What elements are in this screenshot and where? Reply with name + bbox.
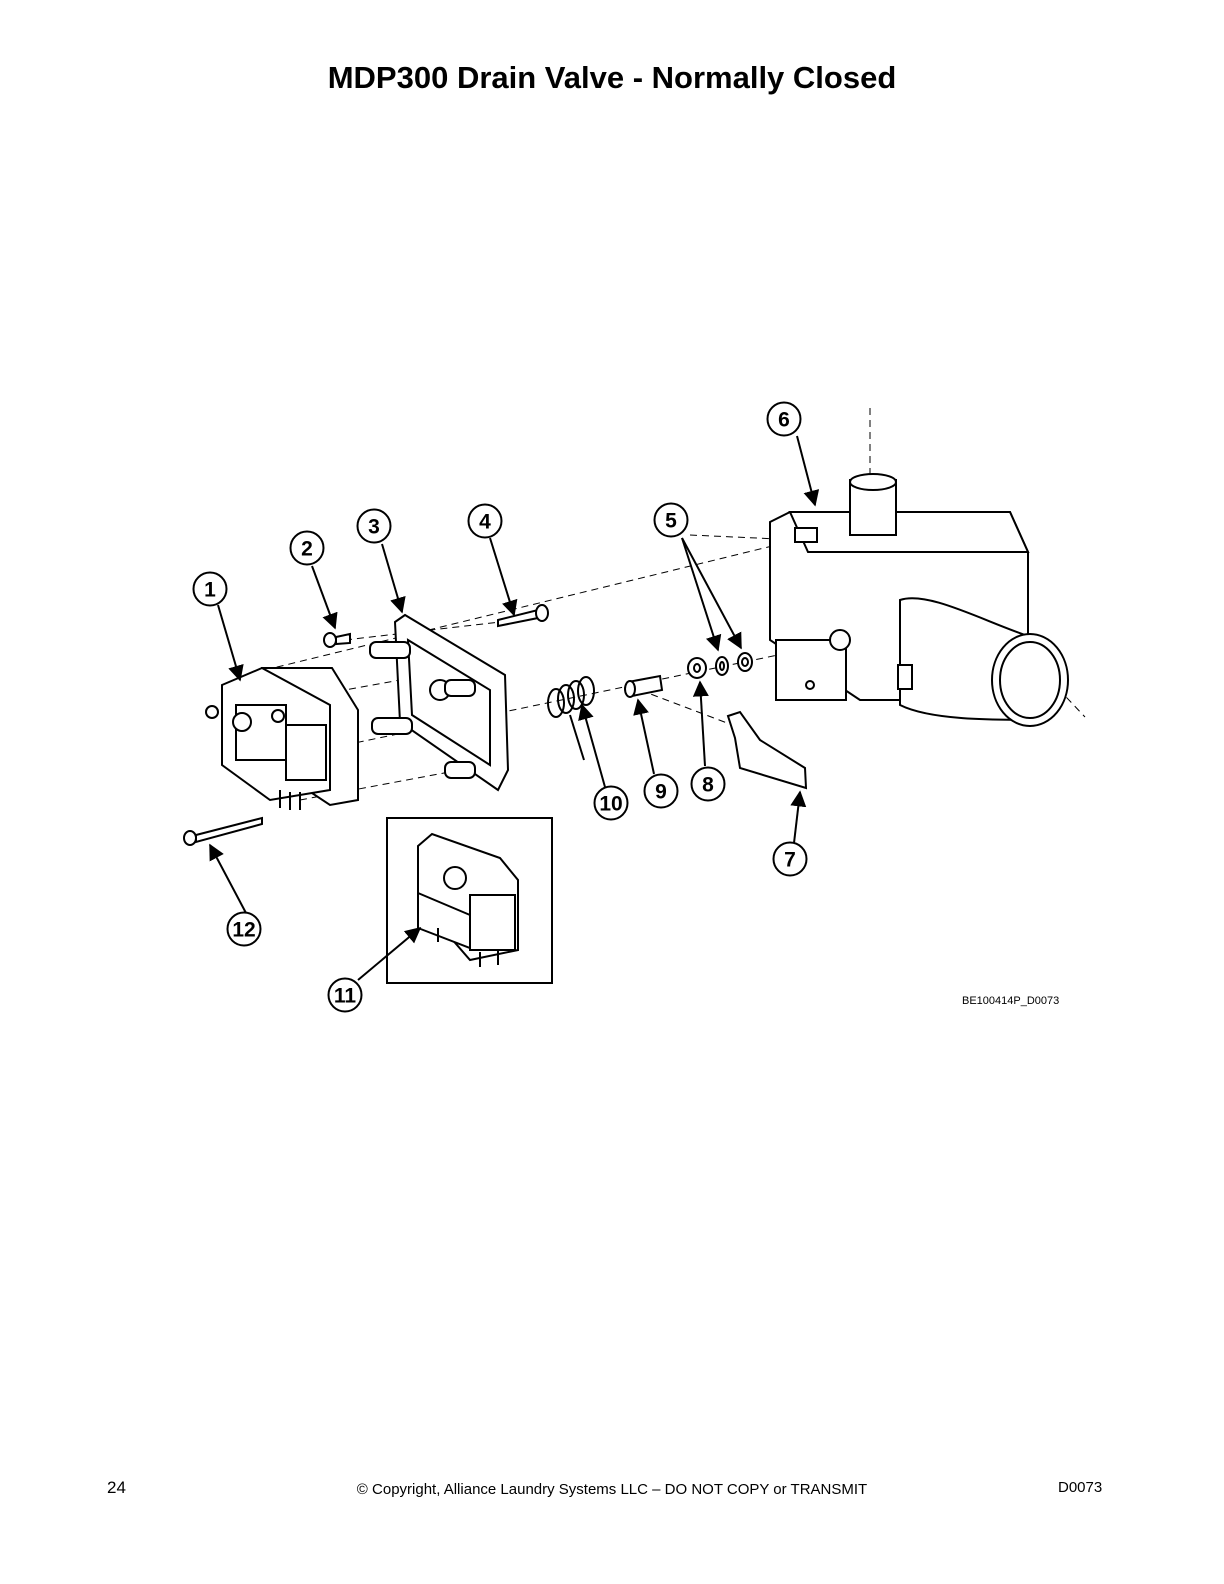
svg-text:4: 4	[479, 511, 491, 534]
svg-text:11: 11	[334, 985, 357, 1008]
figure-reference-code: BE100414P_D0073	[962, 995, 1059, 1007]
callout-3: 3	[356, 508, 392, 544]
callout-5: 5	[653, 502, 689, 538]
copyright-notice: © Copyright, Alliance Laundry Systems LL…	[356, 1481, 868, 1498]
svg-text:9: 9	[655, 781, 667, 804]
svg-text:10: 10	[599, 793, 622, 816]
document-code: D0073	[1058, 1479, 1103, 1496]
svg-text:12: 12	[232, 919, 255, 942]
callout-9: 9	[643, 773, 679, 809]
callout-1: 1	[192, 571, 228, 607]
lever-bracket-part	[726, 710, 808, 790]
leader-arrows	[209, 435, 820, 981]
spring-part	[547, 676, 595, 761]
callout-12: 12	[226, 911, 262, 947]
svg-text:7: 7	[784, 849, 796, 872]
callout-4: 4	[467, 503, 503, 539]
washer-parts	[687, 652, 753, 679]
callout-11: 11	[327, 977, 363, 1013]
svg-text:1: 1	[204, 579, 216, 602]
page-title: MDP300 Drain Valve - Normally Closed	[327, 60, 897, 95]
svg-text:3: 3	[368, 516, 380, 539]
callout-10: 10	[593, 785, 629, 821]
svg-text:8: 8	[702, 774, 714, 797]
callout-7: 7	[772, 841, 808, 877]
page-number: 24	[107, 1478, 126, 1497]
svg-text:5: 5	[665, 510, 677, 533]
callout-8: 8	[690, 766, 726, 802]
bottom-screw-part	[183, 816, 263, 846]
callout-6: 6	[766, 401, 802, 437]
svg-text:2: 2	[301, 538, 313, 561]
svg-text:6: 6	[778, 409, 790, 432]
valve-body-part	[769, 473, 1069, 727]
inset-detail-box	[386, 817, 553, 984]
long-screw-part	[497, 604, 549, 628]
motor-part	[205, 666, 359, 810]
callout-2: 2	[289, 530, 325, 566]
small-screw-part	[323, 632, 351, 648]
shaft-coupler-part	[624, 674, 664, 698]
mounting-plate-part	[369, 613, 510, 792]
